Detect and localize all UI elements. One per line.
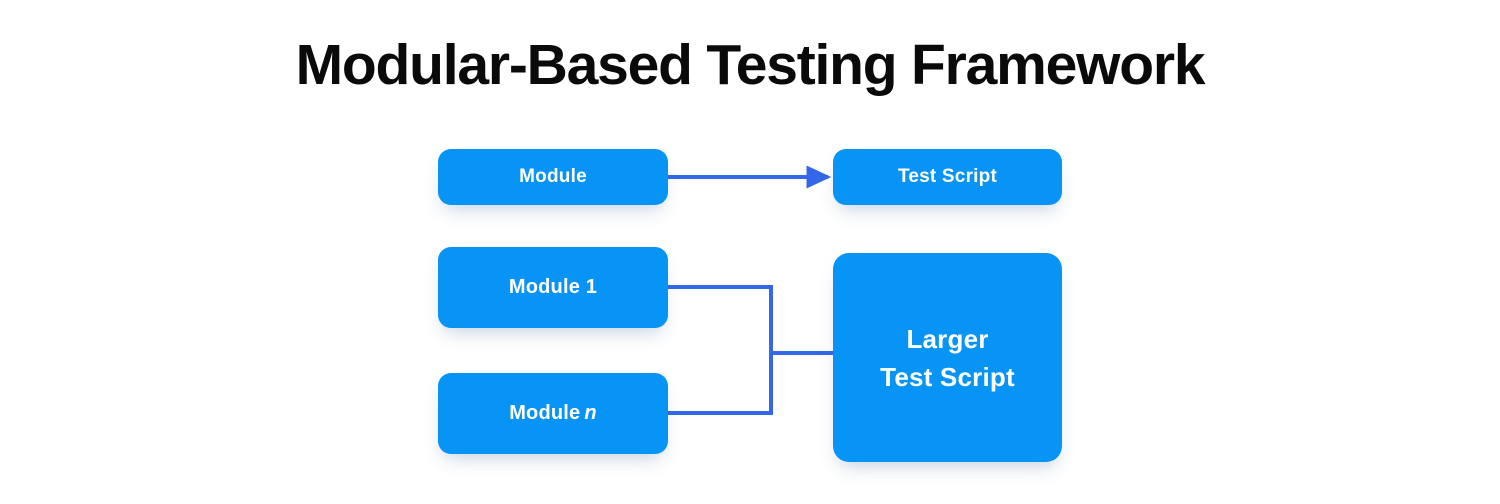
node-module-1-label: Module 1 (508, 276, 598, 298)
node-module-n-label: Module (509, 402, 581, 424)
node-module-top-label: Module (519, 166, 587, 187)
node-larger-test-script-label-line2: Test Script (880, 361, 1015, 392)
page-title: Modular-Based Testing Framework (295, 33, 1206, 97)
node-larger-test-script[interactable]: Larger Test Script (833, 253, 1062, 462)
node-module-1[interactable]: Module 1 (438, 247, 668, 328)
node-test-script[interactable]: Test Script (833, 149, 1062, 205)
node-module-n-label-italic: n (584, 402, 597, 424)
node-module-top[interactable]: Module (438, 149, 668, 205)
node-test-script-label: Test Script (898, 166, 997, 187)
node-larger-test-script-label-line1: Larger (906, 323, 989, 354)
